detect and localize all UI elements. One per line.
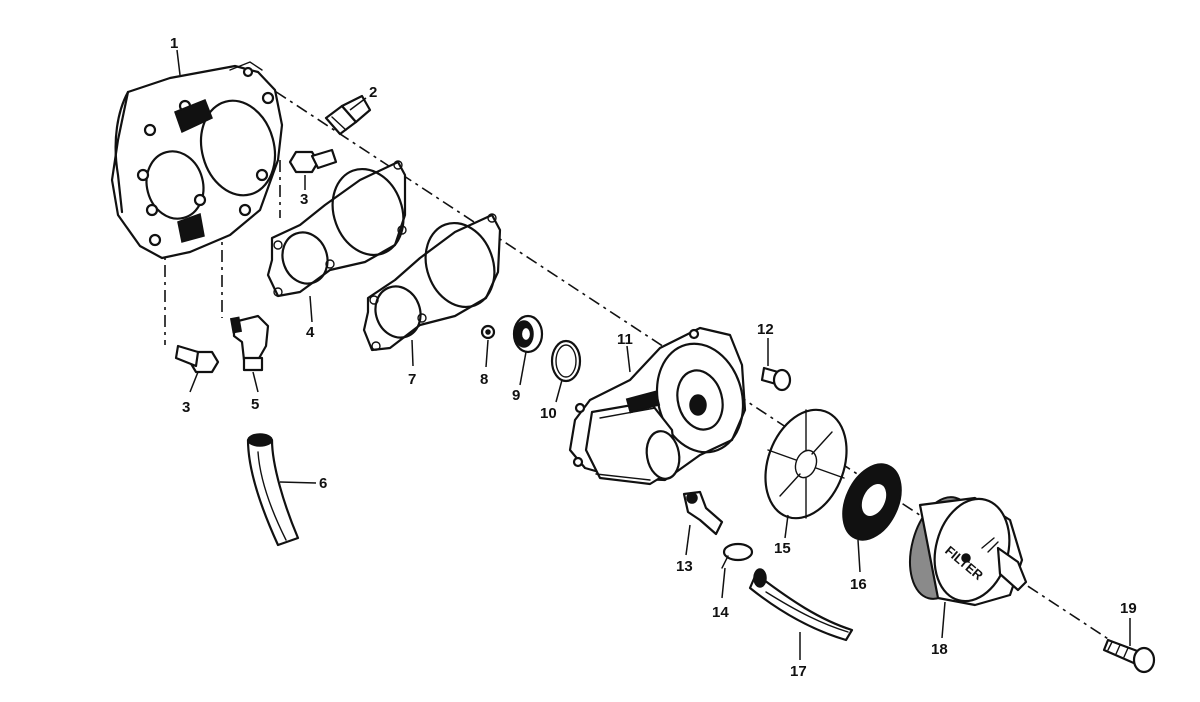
- callout-6: 6: [319, 475, 327, 492]
- screw-part-2: [324, 94, 372, 136]
- callout-2: 2: [369, 84, 377, 101]
- gasket-part-4: [266, 160, 407, 298]
- clip-part-14: [721, 542, 754, 569]
- valve-part-9: [512, 314, 544, 354]
- filter-screen-part-15: [764, 408, 848, 520]
- hose-part-6: [246, 433, 300, 547]
- filter-cup-part-18: FILTER: [909, 496, 1028, 607]
- callout-7: 7: [408, 371, 416, 388]
- callout-16: 16: [850, 576, 867, 593]
- callout-4: 4: [306, 324, 315, 341]
- callout-5: 5: [251, 396, 259, 413]
- leader-lines: [176, 49, 1131, 660]
- fitting-part-13: [682, 490, 724, 536]
- callout-1: 1: [170, 35, 178, 52]
- screw-part-19: [1102, 638, 1156, 674]
- callout-3-lower: 3: [182, 399, 190, 416]
- callout-3-upper: 3: [300, 191, 308, 208]
- elbow-fitting-part-5: [229, 314, 270, 372]
- callout-8: 8: [480, 371, 488, 388]
- bolt-part-3-lower: [174, 344, 220, 374]
- screw-part-12: [760, 366, 792, 392]
- callout-labels: 1 2 3 3 4 5 6 7 8 9 10 11 12 13 14 15 16…: [170, 35, 1137, 680]
- callout-14: 14: [712, 604, 729, 621]
- callout-18: 18: [931, 641, 948, 658]
- o-ring-part-10: [550, 339, 582, 383]
- callout-10: 10: [540, 405, 557, 422]
- callout-19: 19: [1120, 600, 1137, 617]
- callout-15: 15: [774, 540, 791, 557]
- callout-17: 17: [790, 663, 807, 680]
- bolt-part-3-upper: [288, 148, 338, 174]
- pump-body: [110, 61, 284, 260]
- callout-12: 12: [757, 321, 774, 338]
- nut-part-8: [480, 324, 496, 340]
- callout-13: 13: [676, 558, 693, 575]
- callout-11: 11: [617, 331, 633, 348]
- filter-gasket-part-16: [842, 463, 902, 541]
- gasket-part-7: [362, 213, 502, 352]
- pump-cover-part-11: [568, 326, 747, 486]
- callout-9: 9: [512, 387, 520, 404]
- hose-part-17: [748, 568, 854, 642]
